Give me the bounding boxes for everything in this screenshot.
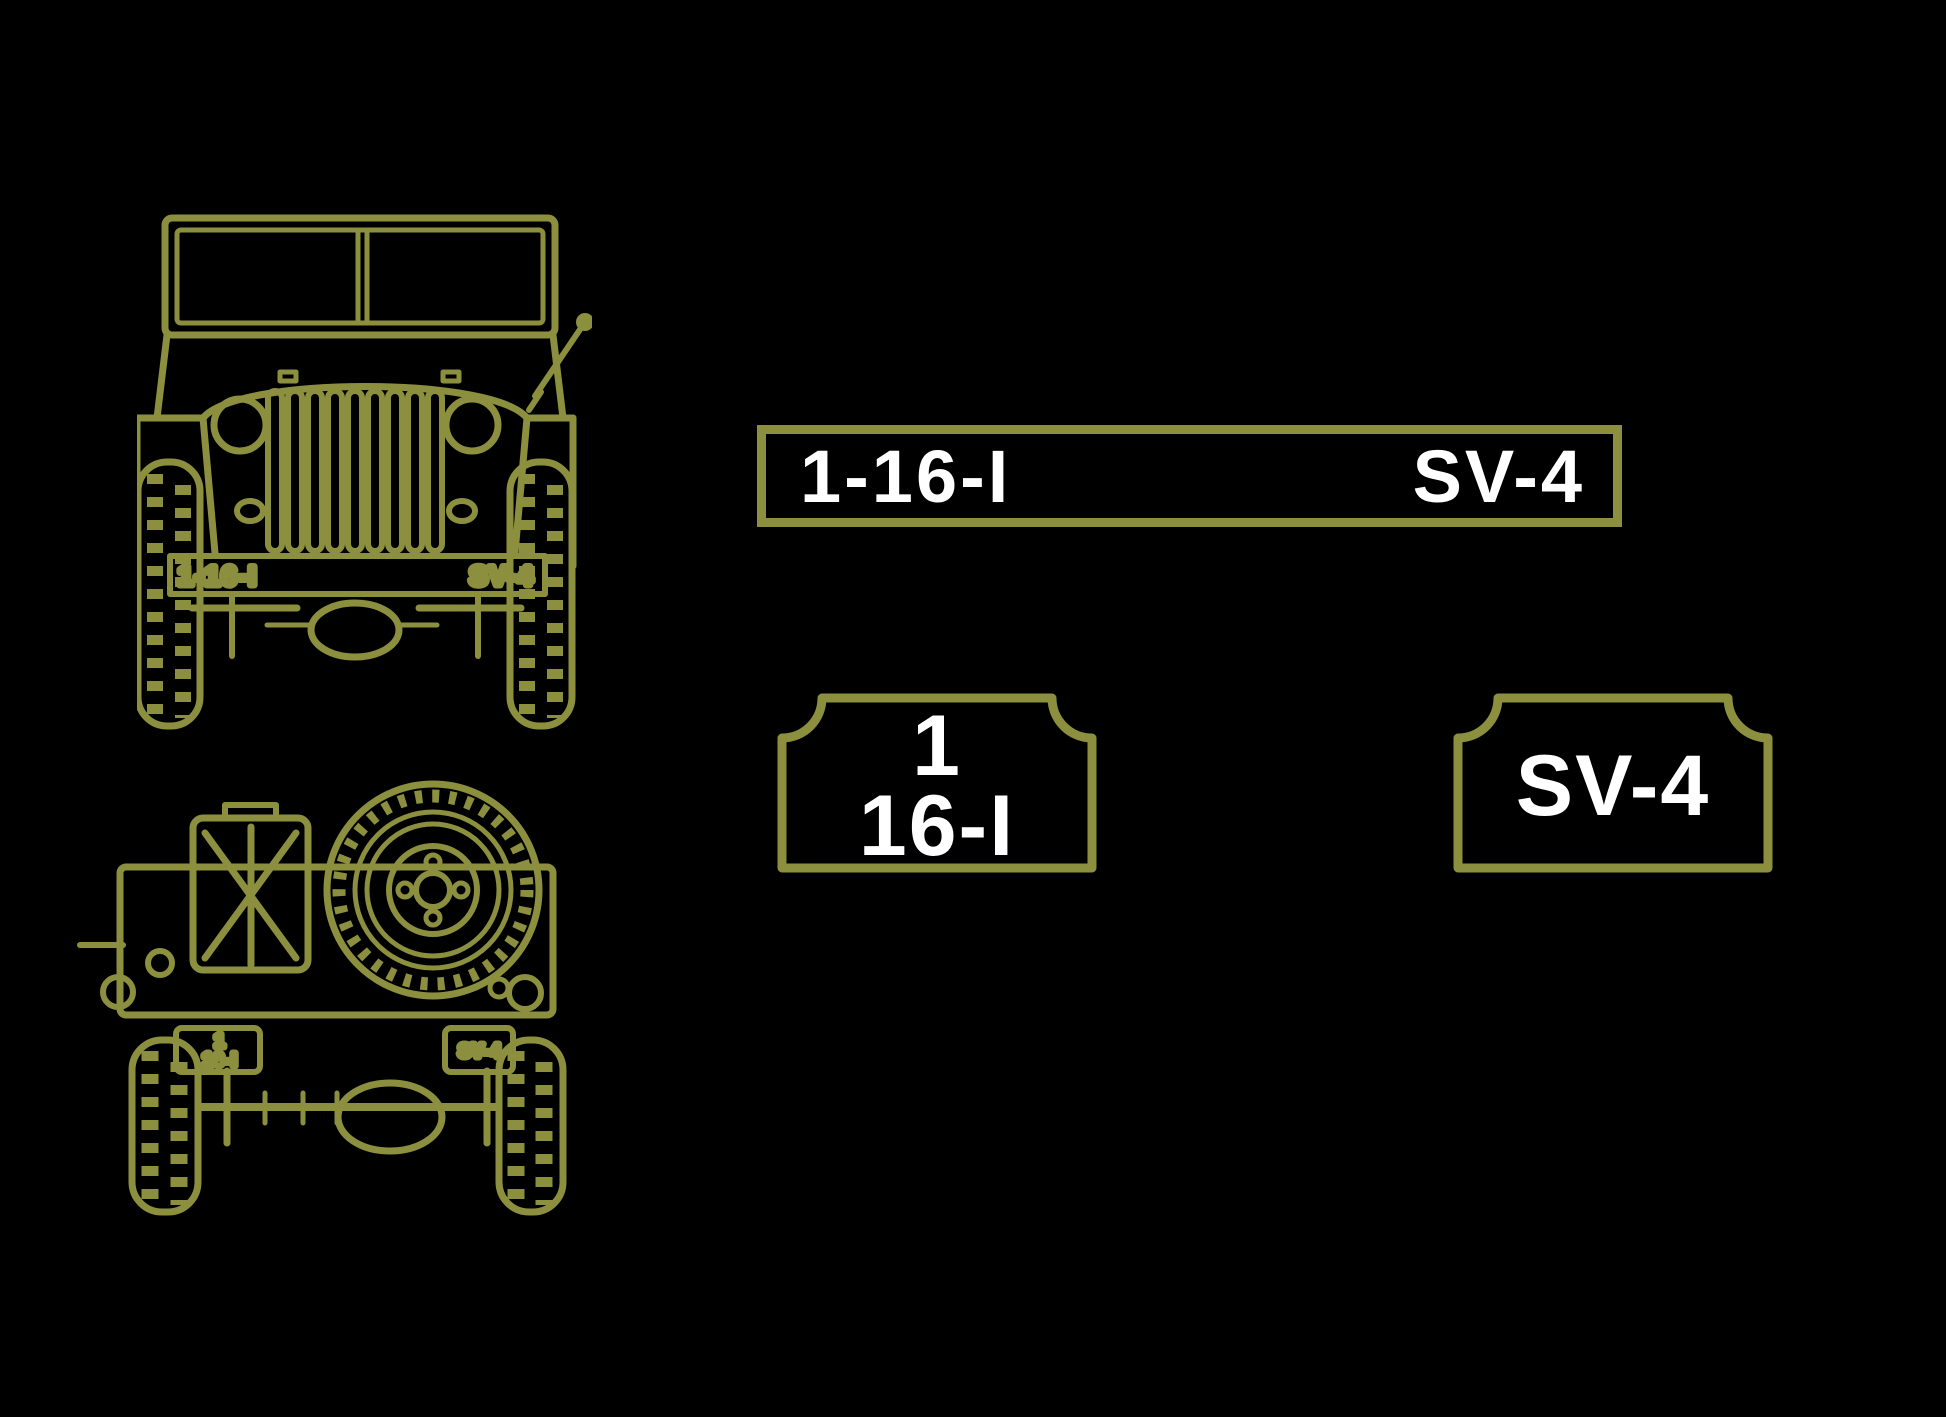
a-pillars [153,331,567,422]
code-plate-text: SV-4 [1516,738,1710,834]
rear-bumperette-right: SV-4 [442,1025,516,1075]
antenna [526,313,592,413]
rear-axle-suspension [196,1067,501,1155]
marker-light-right [446,498,478,524]
front-bumper: 1-16-I SV-4 [167,553,548,597]
rear-tire-left [128,1036,202,1216]
tail-lights [77,942,544,1012]
front-axle-suspension [188,593,525,661]
rear-tire-right [495,1036,567,1216]
plate-outline [777,693,1097,873]
rear-body-panel [116,863,557,1019]
jerry-can [189,802,312,974]
windshield [161,214,559,339]
tire-tread [147,474,191,718]
jeep-front-view: 1-16-I SV-4 [137,214,592,730]
marker-light-left [234,498,266,524]
plate-outline [1453,693,1773,873]
jeep-rear-view: 1 16-I SV-4 [77,780,567,1216]
unit-number-plate: 1 16-I [777,693,1097,873]
unit-plate-line2: 16-I [859,778,1015,873]
bumper-decal-left-text: 1-16-I [800,434,1012,518]
tire-tread [507,1051,553,1205]
tire-tread [519,474,563,718]
vehicle-code-plate: SV-4 [1453,693,1773,873]
bumper-decal-right-text: SV-4 [1412,434,1585,518]
bumper-decal-strip: 1-16-I SV-4 [757,425,1622,527]
rear-bumperette-left-line2: 16-I [202,1050,237,1070]
spare-tire [323,780,543,1000]
rear-bumperette-left-line1: 1 [214,1031,225,1051]
rear-bumperette-right-marking: SV-4 [458,1041,501,1061]
headlight-right [442,395,502,455]
tire-tread [141,1051,188,1205]
unit-plate-line1: 1 [912,698,962,794]
headlight-left [210,395,270,455]
grille-slots [265,388,445,554]
front-tire-right [506,458,576,730]
front-tire-left [137,458,204,730]
